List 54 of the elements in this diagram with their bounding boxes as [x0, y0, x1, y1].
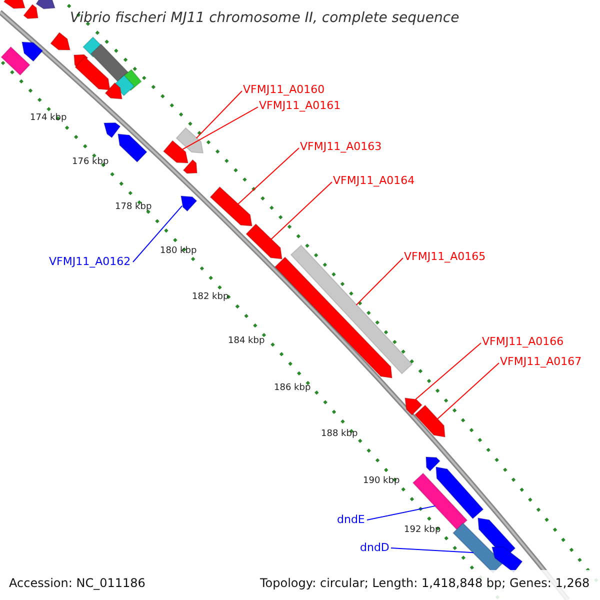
gene-marker — [22, 4, 39, 20]
gene-bar — [90, 43, 130, 84]
leader-line — [436, 362, 500, 420]
scale-label: 180 kbp — [160, 247, 197, 256]
gene-marker — [182, 159, 198, 174]
gene-marker — [162, 140, 189, 164]
gene-label: VFMJ11_A0164 — [333, 175, 415, 186]
gene-marker — [414, 404, 446, 438]
gene-marker — [210, 186, 253, 227]
scale-label: 176 kbp — [72, 158, 109, 167]
gene-marker — [74, 56, 111, 91]
gene-marker — [35, 0, 56, 10]
leader-line — [237, 148, 300, 205]
scale-label: 182 kbp — [192, 293, 229, 302]
gene-label: VFMJ11_A0162 — [49, 256, 131, 267]
summary-text: Topology: circular; Length: 1,418,848 bp; Genes: 1,268 — [260, 577, 590, 589]
gene-marker — [245, 223, 283, 260]
leader-line — [356, 258, 404, 306]
gene-marker — [274, 256, 393, 379]
scale-label: 186 kbp — [274, 384, 311, 393]
gene-marker — [404, 397, 423, 416]
scale-label: 184 kbp — [228, 337, 265, 346]
gene-label: dndD — [360, 542, 390, 553]
gene-marker — [50, 32, 71, 50]
gene-label: dndE — [337, 514, 365, 525]
scale-label: 192 kbp — [404, 526, 441, 535]
gene-marker — [117, 133, 148, 163]
gene-label: VFMJ11_A0165 — [404, 251, 486, 262]
accession-text: Accession: NC_011186 — [9, 577, 146, 589]
leader-line — [182, 106, 258, 150]
map-title: Vibrio fischeri MJ11 chromosome II, complete sequence — [70, 11, 460, 25]
gene-bar — [0, 46, 31, 76]
gene-marker — [180, 195, 198, 212]
leader-line — [132, 205, 183, 262]
gene-label: VFMJ11_A0163 — [300, 141, 382, 152]
leader-line — [390, 548, 474, 554]
gene-marker — [176, 127, 204, 154]
gene-label: VFMJ11_A0161 — [259, 100, 341, 111]
leader-line — [415, 342, 482, 400]
leader-line — [366, 505, 436, 520]
gene-marker — [3, 0, 26, 10]
gene-label: VFMJ11_A0167 — [500, 356, 582, 367]
gene-marker — [435, 466, 484, 520]
gene-marker — [104, 82, 123, 100]
scale-label: 188 kbp — [321, 430, 358, 439]
scale-label: 178 kbp — [115, 203, 152, 212]
leader-line — [270, 182, 332, 240]
scale-label: 174 kbp — [30, 114, 67, 123]
gene-marker — [21, 41, 44, 62]
leader-line — [196, 90, 242, 139]
gene-label: VFMJ11_A0166 — [482, 336, 564, 347]
gene-marker — [103, 122, 121, 138]
scale-label: 190 kbp — [363, 477, 400, 486]
gene-label: VFMJ11_A0160 — [243, 84, 325, 95]
